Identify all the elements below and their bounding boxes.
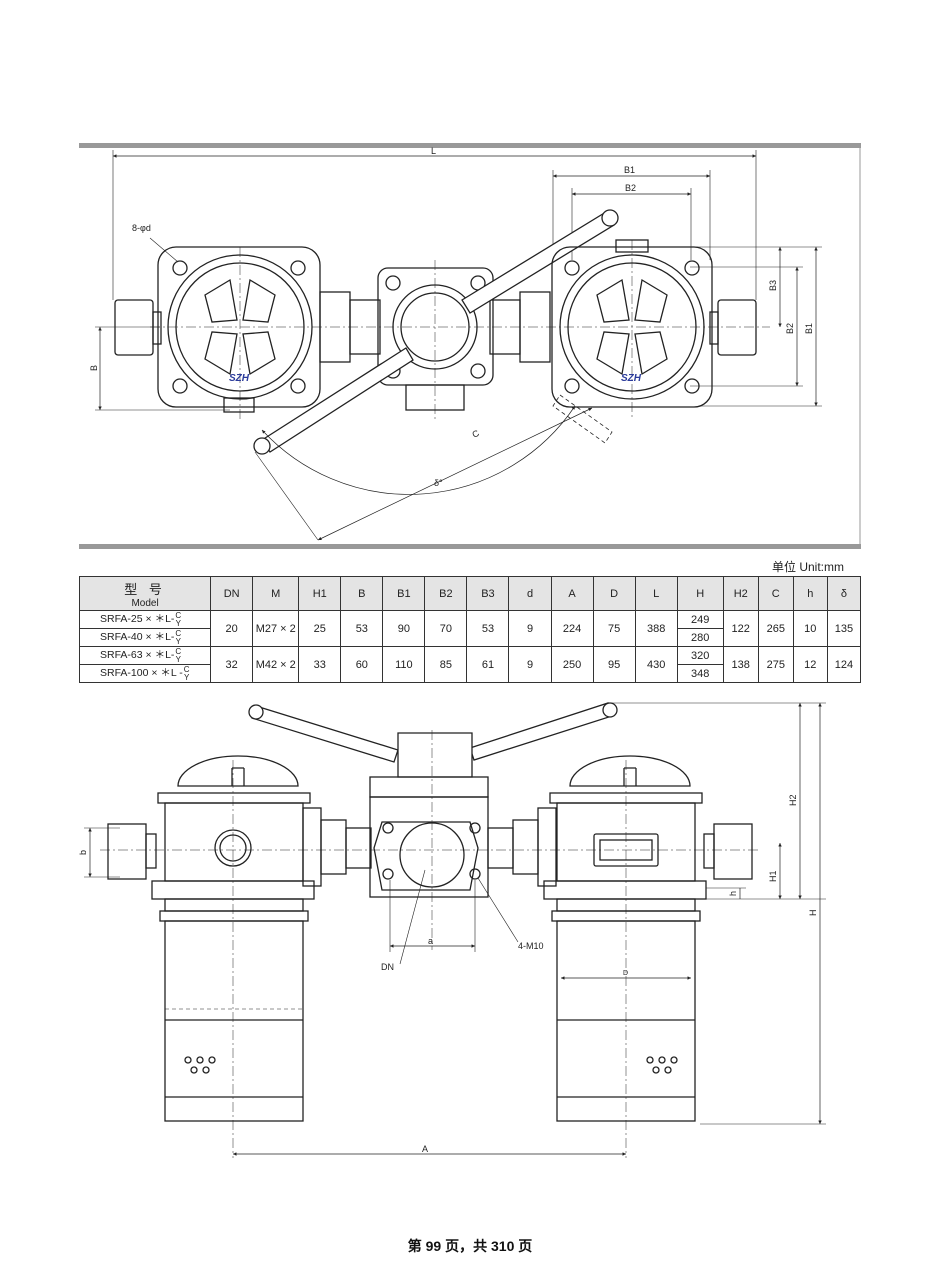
label-H1: H1 <box>768 870 778 882</box>
col-header: B3 <box>466 576 510 611</box>
label-h: h <box>728 891 738 896</box>
cell-B1: 110 <box>382 646 426 683</box>
cell-h: 12 <box>792 646 828 683</box>
col-header: C <box>757 576 794 611</box>
cell-L: 388 <box>634 610 678 647</box>
cell-D: 75 <box>592 610 636 647</box>
cell-H: 280 <box>676 628 724 647</box>
col-header: δ <box>826 576 862 611</box>
label-L: L <box>431 146 436 156</box>
cell-H2: 122 <box>722 610 759 647</box>
cell-DN: 32 <box>210 646 254 683</box>
cell-C: 275 <box>757 646 794 683</box>
label-D: D <box>623 970 628 977</box>
col-header: A <box>550 576 594 611</box>
label-H2: H2 <box>788 794 798 806</box>
cell-B2: 85 <box>424 646 468 683</box>
cell-H1: 33 <box>298 646 342 683</box>
cell-delta: 135 <box>826 610 862 647</box>
cell-B3: 61 <box>466 646 510 683</box>
cell-A: 224 <box>550 610 594 647</box>
label-B2-top: B2 <box>625 183 636 193</box>
cell-M: M27 × 2 <box>252 610 300 647</box>
cell-DN: 20 <box>210 610 254 647</box>
cell-H2: 138 <box>722 646 759 683</box>
label-B3: B3 <box>768 280 778 291</box>
cell-h: 10 <box>792 610 828 647</box>
col-header: DN <box>210 576 254 611</box>
label-A: A <box>422 1144 428 1154</box>
bottom-frame-bar <box>79 544 861 549</box>
cell-B: 60 <box>340 646 384 683</box>
cell-C: 265 <box>757 610 794 647</box>
cell-H: 320 <box>676 646 724 665</box>
col-header: B2 <box>424 576 468 611</box>
cell-H: 249 <box>676 610 724 629</box>
cell-M: M42 × 2 <box>252 646 300 683</box>
col-header: B <box>340 576 384 611</box>
cell-A: 250 <box>550 646 594 683</box>
cell-L: 430 <box>634 646 678 683</box>
label-b: b <box>78 850 88 855</box>
cell-B2: 70 <box>424 610 468 647</box>
top-view <box>95 150 822 541</box>
cell-B3: 53 <box>466 610 510 647</box>
label-delta: δ° <box>434 478 443 488</box>
label-holes: 8-φd <box>132 223 151 233</box>
cell-D: 95 <box>592 646 636 683</box>
cell-delta: 124 <box>826 646 862 683</box>
cell-d: 9 <box>508 610 552 647</box>
label-H: H <box>808 910 818 917</box>
cell-d: 9 <box>508 646 552 683</box>
logo-left: SZH <box>229 373 250 384</box>
col-header: H1 <box>298 576 342 611</box>
unit-label: 单位 Unit:mm <box>772 560 845 574</box>
label-a: a <box>428 936 433 946</box>
label-B2-right: B2 <box>785 323 795 334</box>
col-header: B1 <box>382 576 426 611</box>
logo-right: SZH <box>621 373 642 384</box>
col-header: L <box>634 576 678 611</box>
cell-B: 53 <box>340 610 384 647</box>
label-B1-right: B1 <box>804 323 814 334</box>
page-footer: 第 99 页，共 310 页 <box>407 1238 533 1254</box>
col-header: h <box>792 576 828 611</box>
cell-H1: 25 <box>298 610 342 647</box>
cell-H: 348 <box>676 664 724 683</box>
label-B: B <box>89 365 99 371</box>
col-header: M <box>252 576 300 611</box>
col-header: H2 <box>722 576 759 611</box>
col-header: H <box>676 576 724 611</box>
col-header: d <box>508 576 552 611</box>
cell-B1: 90 <box>382 610 426 647</box>
label-DN: DN <box>381 962 394 972</box>
col-header: D <box>592 576 636 611</box>
top-frame-bar <box>79 143 861 148</box>
label-C: C <box>470 428 481 440</box>
front-view <box>84 702 826 1158</box>
label-B1-top: B1 <box>624 165 635 175</box>
label-bolts: 4-M10 <box>518 941 544 951</box>
